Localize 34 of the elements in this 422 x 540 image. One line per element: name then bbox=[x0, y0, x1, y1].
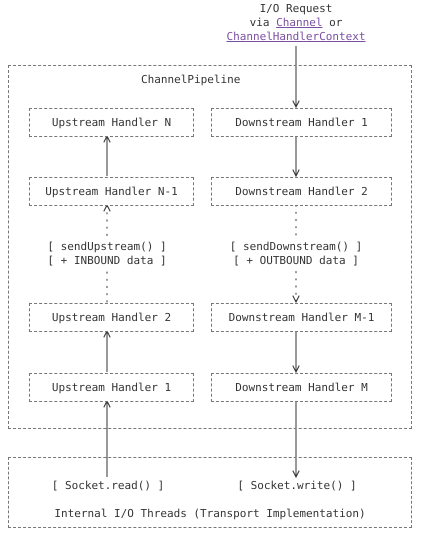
handler-box bbox=[211, 373, 392, 402]
handler-box bbox=[211, 303, 392, 332]
handler-label: Downstream Handler M-1 bbox=[228, 310, 374, 324]
arrow bbox=[292, 46, 300, 108]
handler-box bbox=[29, 108, 194, 137]
request-text: via Channel or ChannelHandlerContext bbox=[225, 16, 367, 44]
link: ChannelHandlerContext bbox=[226, 30, 366, 43]
link: Channel bbox=[276, 16, 322, 29]
transport-frame bbox=[8, 457, 412, 528]
handler-label: Upstream Handler N bbox=[52, 116, 172, 130]
handler-box bbox=[211, 177, 392, 206]
socket-call: [ Socket.write() ] bbox=[235, 478, 359, 494]
frame-caption: Internal I/O Threads (Transport Implementation) bbox=[54, 507, 366, 521]
handler-box bbox=[29, 177, 194, 206]
handler-box bbox=[211, 108, 392, 137]
handler-label: Upstream Handler 1 bbox=[52, 380, 172, 394]
handler-label: Downstream Handler M bbox=[235, 380, 368, 394]
dotted-arrow bbox=[103, 204, 111, 302]
arrow bbox=[292, 330, 300, 373]
arrow bbox=[292, 400, 300, 478]
arrow bbox=[103, 400, 111, 478]
handler-label: Upstream Handler 2 bbox=[52, 310, 172, 324]
handler-box bbox=[29, 373, 194, 402]
handler-box bbox=[29, 303, 194, 332]
arrow bbox=[292, 136, 300, 177]
dotted-arrow bbox=[292, 204, 300, 303]
request-text: I/O Request bbox=[260, 2, 332, 16]
socket-call: [ Socket.read() ] bbox=[45, 478, 171, 494]
frame-title: ChannelPipeline bbox=[141, 73, 240, 87]
handler-label: Upstream Handler N-1 bbox=[45, 184, 178, 198]
handler-label: Downstream Handler 1 bbox=[235, 116, 368, 130]
handler-label: Downstream Handler 2 bbox=[235, 184, 368, 198]
arrow bbox=[103, 330, 111, 372]
arrow bbox=[103, 135, 111, 176]
